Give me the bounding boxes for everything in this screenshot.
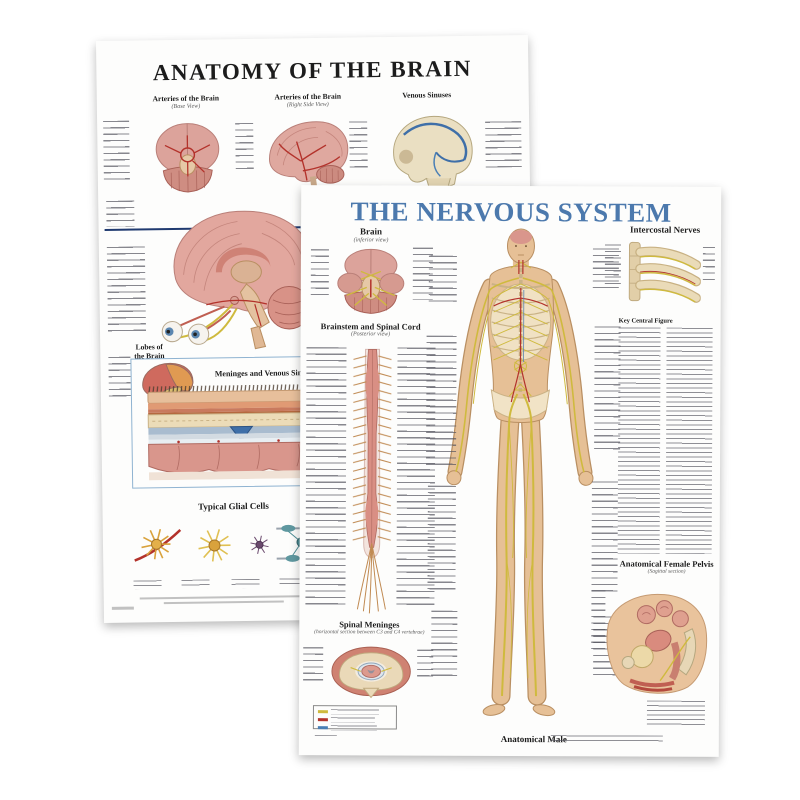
brainstem-label: Brainstem and Spinal Cord bbox=[320, 321, 421, 332]
artery-color-swatch bbox=[317, 718, 328, 721]
label-text-lines bbox=[349, 121, 368, 172]
female-pelvis-heading: Anatomical Female Pelvis (Sagittal secti… bbox=[618, 558, 716, 575]
label-text-lines bbox=[103, 120, 130, 181]
spinal-cord-illustration bbox=[349, 348, 395, 614]
catalog-code-bar bbox=[111, 606, 134, 610]
key-central-figure-heading: Key Central Figure bbox=[618, 317, 673, 325]
label-text-lines bbox=[235, 122, 254, 174]
nerve-network bbox=[455, 261, 585, 697]
label-text-lines bbox=[303, 647, 324, 684]
arteries-base-subtitle: (Base View) bbox=[171, 103, 201, 110]
spinal-meninges-label: Spinal Meninges bbox=[339, 619, 400, 630]
label-text-lines bbox=[485, 121, 522, 168]
brain-base-view-illustration bbox=[155, 123, 220, 193]
intercostal-nerves-illustration bbox=[628, 241, 702, 303]
label-text-lines bbox=[591, 481, 618, 592]
key-figure-text-column bbox=[665, 327, 713, 554]
glial-caption-lines bbox=[181, 579, 210, 589]
copyright-text-lines bbox=[550, 735, 663, 744]
arteries-side-subtitle: (Right Side View) bbox=[286, 101, 329, 109]
brain-label: Brain bbox=[360, 226, 383, 237]
legend-text-lines bbox=[330, 717, 375, 723]
pelvis-list-text-lines bbox=[646, 700, 705, 727]
brainstem-section-heading: Brainstem and Spinal Cord (Posterior vie… bbox=[303, 321, 439, 338]
label-text-lines bbox=[106, 246, 147, 335]
vein-color-swatch bbox=[317, 726, 328, 729]
label-text-lines bbox=[428, 255, 457, 302]
meninges-layers-illustration bbox=[147, 383, 330, 481]
key-figure-text-column bbox=[617, 327, 661, 554]
label-text-lines bbox=[310, 249, 329, 296]
legend-text-lines bbox=[330, 725, 377, 731]
brain-side-view-illustration bbox=[269, 121, 349, 193]
spinal-meninges-heading: Spinal Meninges (horizontal section betw… bbox=[301, 619, 437, 636]
anatomical-male-illustration bbox=[446, 228, 594, 717]
intercostal-heading: Intercostal Nerves bbox=[630, 224, 701, 235]
label-text-lines bbox=[594, 326, 621, 452]
spinal-meninges-illustration bbox=[331, 646, 411, 699]
label-text-lines bbox=[426, 335, 457, 466]
brain-poster-title: ANATOMY OF THE BRAIN bbox=[152, 55, 473, 86]
footnote-text-bar bbox=[163, 600, 284, 605]
brainstem-subtitle: (Posterior view) bbox=[350, 331, 391, 338]
legend-key-box bbox=[312, 705, 397, 731]
label-text-lines bbox=[427, 485, 456, 591]
nervous-system-poster: THE NERVOUS SYSTEM Brain (inferior view)… bbox=[298, 185, 722, 757]
legend-text-lines bbox=[330, 709, 379, 715]
glial-cells-heading: Typical Glial Cells bbox=[197, 500, 269, 512]
footnote-text-bar bbox=[139, 595, 310, 600]
label-text-lines bbox=[106, 200, 135, 227]
female-pelvis-label: Anatomical Female Pelvis bbox=[619, 558, 714, 569]
arteries-base-heading: Arteries of the Brain (Base View) bbox=[125, 93, 247, 111]
label-text-lines bbox=[431, 610, 458, 681]
nerve-color-swatch bbox=[317, 710, 328, 713]
label-text-lines bbox=[702, 246, 715, 283]
female-pelvis-illustration bbox=[606, 593, 708, 694]
label-text-lines bbox=[604, 244, 621, 289]
spinal-meninges-subtitle: (horizontal section between C3 and C4 ve… bbox=[314, 629, 425, 636]
label-text-lines bbox=[108, 356, 131, 401]
brain-inferior-view-illustration bbox=[337, 248, 405, 314]
venous-sinuses-label: Venous Sinuses bbox=[402, 90, 452, 100]
label-text-lines bbox=[591, 590, 606, 655]
glial-caption-lines bbox=[231, 578, 260, 589]
female-pelvis-subtitle: (Sagittal section) bbox=[647, 568, 686, 575]
label-text-lines bbox=[305, 347, 347, 606]
glial-caption-lines bbox=[133, 580, 162, 590]
brain-section-heading: Brain (inferior view) bbox=[319, 226, 423, 244]
venous-sinuses-heading: Venous Sinuses bbox=[367, 90, 487, 102]
arteries-side-heading: Arteries of the Brain (Right Side View) bbox=[247, 92, 369, 109]
catalog-code-bar bbox=[314, 735, 337, 740]
